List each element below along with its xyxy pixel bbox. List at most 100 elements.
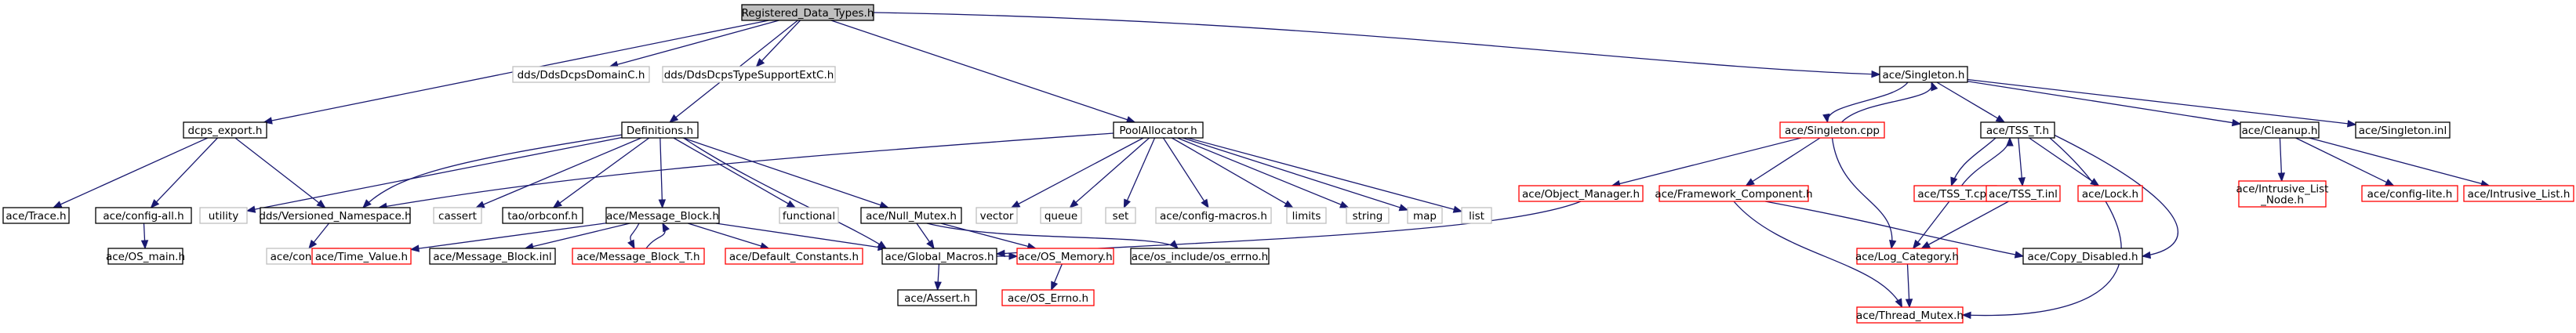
node-orbconf[interactable]: tao/orbconf.h bbox=[502, 207, 583, 224]
node-map: map bbox=[1407, 207, 1443, 224]
node-cassert-label: cassert bbox=[438, 210, 477, 223]
node-object_manager[interactable]: ace/Object_Manager.h bbox=[1518, 185, 1644, 202]
node-registered[interactable]: Registered_Data_Types.h bbox=[741, 4, 874, 21]
edge-tss_t_h-to-copy_disabled bbox=[2051, 133, 2178, 259]
node-lock[interactable]: ace/Lock.h bbox=[2077, 185, 2143, 202]
node-tss_t_h-box bbox=[1980, 121, 2055, 139]
node-os_errno[interactable]: ace/OS_Errno.h bbox=[1001, 289, 1095, 306]
edge-definitions-to-message_block bbox=[658, 137, 667, 209]
node-list-box bbox=[1461, 207, 1492, 224]
node-registered-box bbox=[741, 4, 874, 21]
node-tss_t_inl[interactable]: ace/TSS_T.inl bbox=[1986, 185, 2061, 202]
edge-cleanup-to-intrusive_list bbox=[2309, 137, 2491, 187]
node-ddsdomain: dds/DdsDcpsDomainC.h bbox=[512, 66, 650, 83]
node-cleanup[interactable]: ace/Cleanup.h bbox=[2240, 121, 2320, 139]
edges-layer bbox=[52, 12, 2491, 320]
node-tss_t_h-label: ace/TSS_T.h bbox=[1986, 125, 2049, 137]
edge-registered-to-singleton_h bbox=[873, 12, 1881, 78]
node-config_lite-box bbox=[2361, 185, 2458, 202]
node-log_category[interactable]: ace/Log_Category.h bbox=[1855, 248, 1959, 265]
node-singleton_inl[interactable]: ace/Singleton.inl bbox=[2355, 121, 2451, 139]
node-framework_component[interactable]: ace/Framework_Component.h bbox=[1655, 185, 1813, 202]
edge-message_block-to-default_constants bbox=[688, 223, 770, 250]
node-tss_t_h[interactable]: ace/TSS_T.h bbox=[1980, 121, 2055, 139]
node-os_errno-box bbox=[1001, 289, 1095, 306]
node-queue: queue bbox=[1040, 207, 1082, 224]
node-registered-label: Registered_Data_Types.h bbox=[742, 7, 874, 20]
node-default_constants[interactable]: ace/Default_Constants.h bbox=[725, 248, 863, 265]
node-time_value[interactable]: ace/Time_Value.h bbox=[311, 248, 412, 265]
edge-tss_t_h-to-lock bbox=[2029, 137, 2100, 186]
node-string-box bbox=[1346, 207, 1390, 224]
node-singleton_h-label: ace/Singleton.h bbox=[1882, 69, 1964, 81]
node-list-label: list bbox=[1469, 210, 1484, 223]
node-os_errno_h[interactable]: ace/os_include/os_errno.h bbox=[1130, 248, 1270, 265]
node-singleton_cpp[interactable]: ace/Singleton.cpp bbox=[1779, 121, 1885, 139]
node-singleton_h[interactable]: ace/Singleton.h bbox=[1879, 66, 1968, 83]
node-intrusive_list-label: ace/Intrusive_List.h bbox=[2468, 188, 2571, 201]
edge-dcps_export-to-versioned_ns bbox=[234, 137, 326, 208]
node-poolallocator[interactable]: PoolAllocator.h bbox=[1113, 121, 1204, 139]
node-thread_mutex[interactable]: ace/Thread_Mutex.h bbox=[1856, 306, 1964, 324]
edge-global_macros-to-assert_h bbox=[934, 263, 942, 291]
node-config_macros: ace/config-macros.h bbox=[1155, 207, 1272, 224]
edge-tss_t_h-to-tss_t_inl bbox=[2018, 137, 2026, 187]
node-versioned_ns-label: dds/Versioned_Namespace.h bbox=[259, 210, 411, 223]
edge-poolallocator-to-versioned_ns bbox=[377, 132, 1114, 210]
node-functional-label: functional bbox=[783, 210, 835, 223]
edge-tss_t_cpp-to-log_category bbox=[1912, 201, 1950, 250]
node-assert_h-label: ace/Assert.h bbox=[904, 292, 970, 305]
node-os_main[interactable]: ace/OS_main.h bbox=[106, 248, 185, 265]
node-os_memory[interactable]: ace/OS_Memory.h bbox=[1016, 248, 1114, 265]
node-definitions-label: Definitions.h bbox=[627, 125, 693, 137]
edge-poolallocator-to-queue bbox=[1069, 137, 1150, 208]
node-functional: functional bbox=[779, 207, 839, 224]
edge-definitions-to-functional bbox=[673, 137, 797, 208]
node-global_macros-box bbox=[881, 248, 997, 265]
node-intrusive_list_node[interactable]: ace/Intrusive_List_Node.h bbox=[2236, 180, 2329, 208]
node-utility-label: utility bbox=[209, 210, 238, 223]
edge-dcps_export-to-config_all bbox=[150, 137, 218, 208]
node-trace-label: ace/Trace.h bbox=[5, 210, 66, 223]
node-config_lite[interactable]: ace/config-lite.h bbox=[2361, 185, 2458, 202]
edge-cleanup-to-config_lite bbox=[2295, 137, 2395, 186]
node-global_macros-label: ace/Global_Macros.h bbox=[885, 251, 994, 263]
edge-registered-to-ddstypesupport bbox=[755, 20, 801, 67]
node-dcps_export[interactable]: dcps_export.h bbox=[183, 121, 267, 139]
node-queue-box bbox=[1040, 207, 1082, 224]
node-config_all[interactable]: ace/config-all.h bbox=[95, 207, 192, 224]
node-versioned_ns[interactable]: dds/Versioned_Namespace.h bbox=[259, 207, 412, 224]
node-intrusive_list[interactable]: ace/Intrusive_List.h bbox=[2463, 185, 2574, 202]
node-message_block[interactable]: ace/Message_Block.h bbox=[605, 207, 720, 224]
node-copy_disabled[interactable]: ace/Copy_Disabled.h bbox=[2022, 248, 2143, 265]
node-global_macros[interactable]: ace/Global_Macros.h bbox=[881, 248, 997, 265]
node-vector-box bbox=[976, 207, 1018, 224]
node-set-label: set bbox=[1113, 210, 1129, 223]
node-singleton_h-box bbox=[1879, 66, 1968, 83]
node-set-box bbox=[1105, 207, 1136, 224]
edge-null_mutex-to-os_errno_h bbox=[926, 223, 1179, 249]
node-message_block_inl-label: ace/Message_Block.inl bbox=[433, 251, 551, 263]
node-message_block_t[interactable]: ace/Message_Block_T.h bbox=[572, 248, 705, 265]
node-ddstypesupport-box bbox=[662, 66, 836, 83]
node-tss_t_inl-box bbox=[1986, 185, 2061, 202]
node-definitions[interactable]: Definitions.h bbox=[621, 121, 699, 139]
node-os_memory-box bbox=[1016, 248, 1114, 265]
node-object_manager-box bbox=[1518, 185, 1644, 202]
node-lock-box bbox=[2077, 185, 2143, 202]
node-tss_t_cpp[interactable]: ace/TSS_T.cpp bbox=[1913, 185, 1997, 202]
node-cleanup-label: ace/Cleanup.h bbox=[2242, 125, 2318, 137]
node-null_mutex[interactable]: ace/Null_Mutex.h bbox=[860, 207, 962, 224]
edge-definitions-to-null_mutex bbox=[682, 137, 889, 209]
edge-poolallocator-to-map bbox=[1182, 137, 1409, 212]
node-trace[interactable]: ace/Trace.h bbox=[2, 207, 70, 224]
node-singleton_cpp-label: ace/Singleton.cpp bbox=[1785, 125, 1880, 137]
node-string-label: string bbox=[1353, 210, 1383, 223]
node-os_main-box bbox=[107, 248, 183, 265]
nodes-layer: Registered_Data_Types.h dcps_export.h dds/… bbox=[2, 4, 2574, 324]
node-default_constants-label: ace/Default_Constants.h bbox=[729, 251, 859, 263]
node-assert_h[interactable]: ace/Assert.h bbox=[897, 289, 977, 306]
node-message_block_inl[interactable]: ace/Message_Block.inl bbox=[429, 248, 556, 265]
node-log_category-label: ace/Log_Category.h bbox=[1855, 251, 1959, 263]
node-thread_mutex-label: ace/Thread_Mutex.h bbox=[1856, 309, 1964, 322]
